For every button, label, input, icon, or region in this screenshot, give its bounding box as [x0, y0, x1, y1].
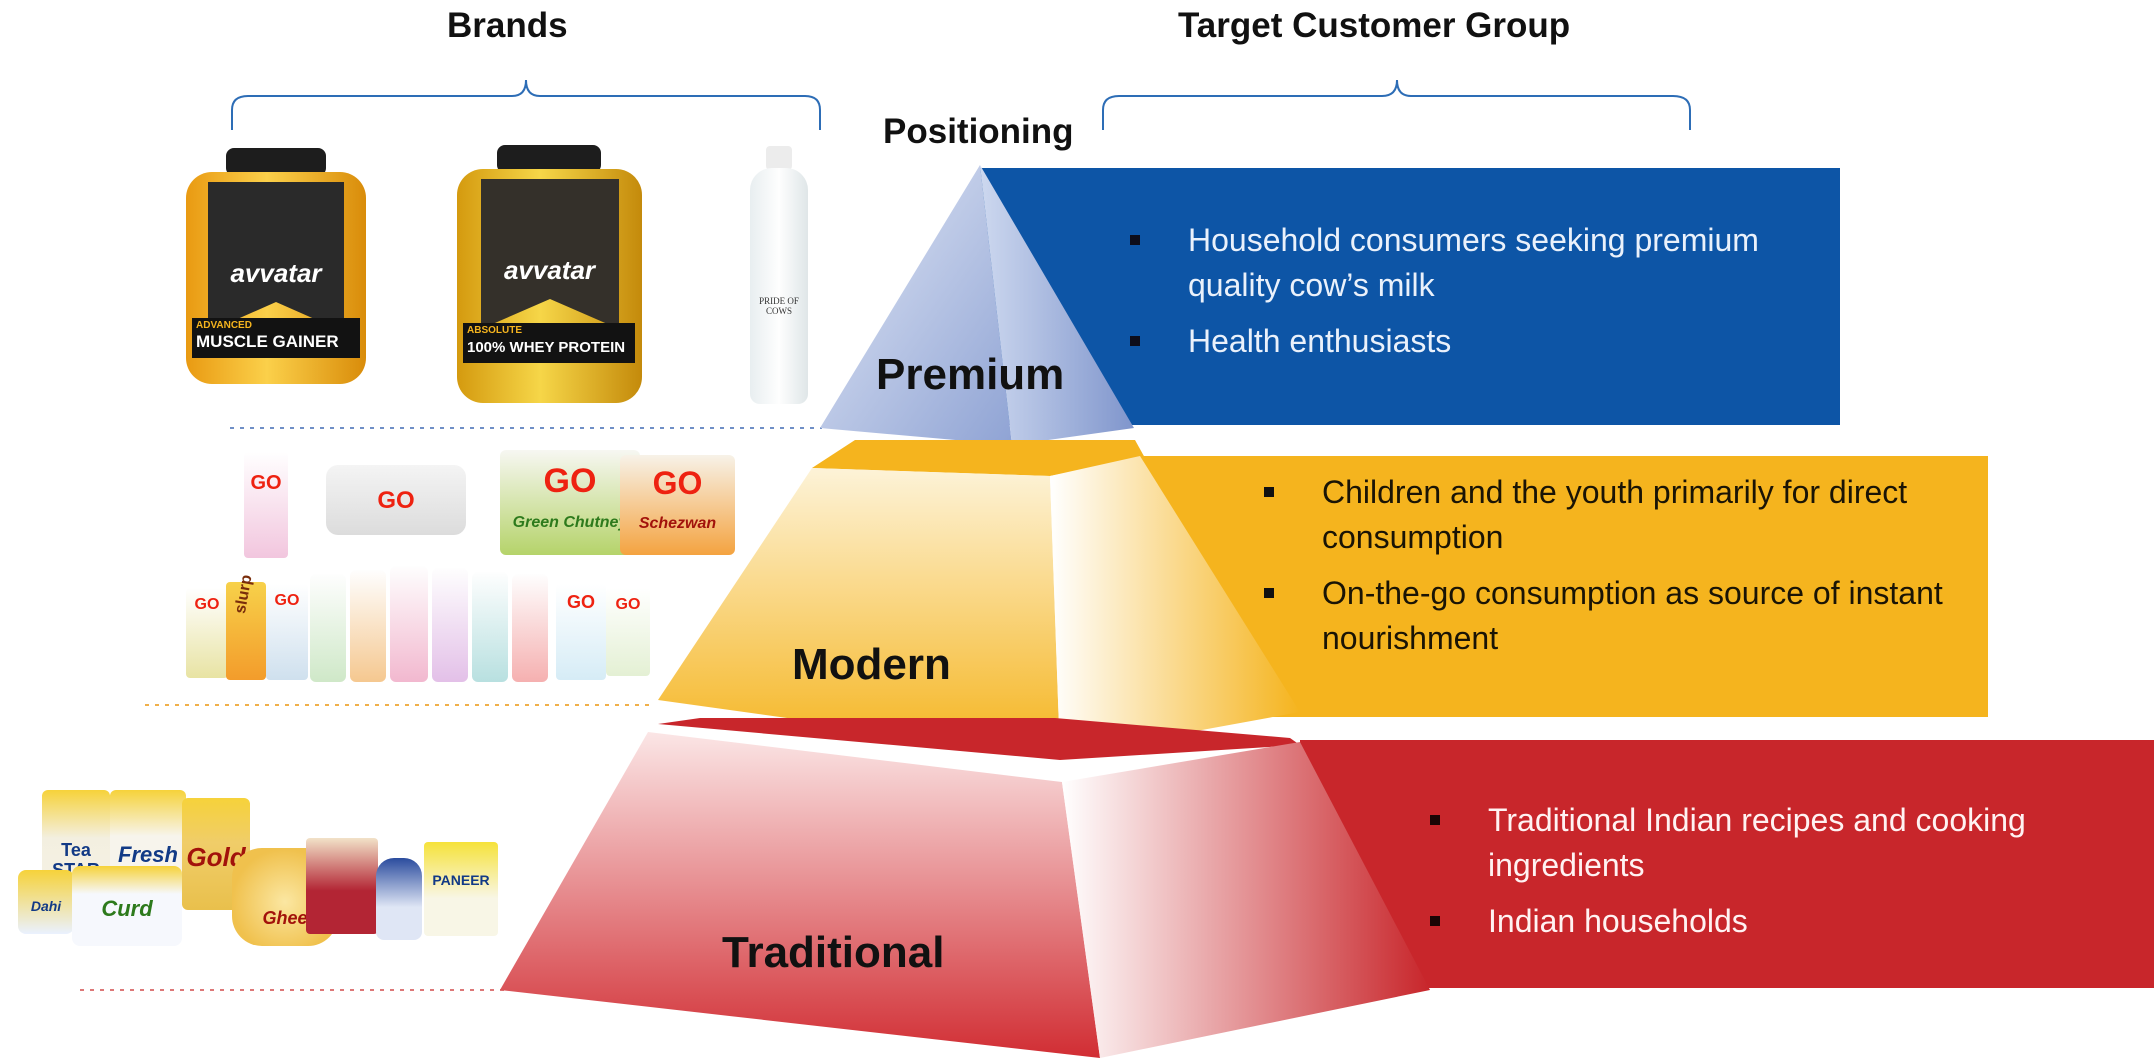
go-schezwan-pack: GO Schezwan: [620, 455, 735, 555]
bullet-icon: [1430, 916, 1440, 926]
premium-bullet-1: Household consumers seeking premium qual…: [1130, 218, 1810, 308]
bullet-icon: [1130, 235, 1140, 245]
milk-bottle: [432, 568, 468, 682]
modern-tier-label: Modern: [792, 640, 951, 689]
modern-bullet-1: Children and the youth primarily for dir…: [1264, 470, 1974, 560]
modern-left-face: [658, 468, 1060, 756]
gowardhan-milk-pouch: [376, 858, 422, 940]
gowardhan-curd: Curd: [72, 866, 182, 946]
premium-tier-label: Premium: [876, 350, 1065, 399]
milk-bottle: [350, 570, 386, 682]
positioning-heading: Positioning: [883, 112, 1074, 151]
gowardhan-paneer: PANEER: [424, 842, 498, 936]
brands-heading: Brands: [447, 6, 568, 45]
milk-bottle: [472, 572, 508, 682]
go-lassi-pack-left: GO: [186, 588, 228, 678]
bullet-icon: [1264, 487, 1274, 497]
bullet-icon: [1264, 588, 1274, 598]
avvatar-whey-protein-jar: avvatar ABSOLUTE 100% WHEY PROTEIN: [457, 145, 642, 407]
go-lassi-pack-small: GO: [606, 588, 650, 676]
milk-bottle: [390, 566, 428, 682]
premium-bullet-2: Health enthusiasts: [1130, 319, 1810, 364]
avvatar-muscle-gainer-jar: avvatar ADVANCED MUSCLE GAINER: [186, 148, 366, 388]
brands-brace: [231, 79, 821, 130]
modern-top-band: [812, 440, 1145, 476]
modern-bullet-2: On-the-go consumption as source of insta…: [1264, 571, 1974, 661]
gowardhan-gulab-jamun-mix: [306, 838, 378, 934]
go-cheese-spread-tube: GO: [244, 452, 288, 558]
slurp-tetra-pack: slurp: [226, 573, 266, 680]
premium-right-face: [980, 165, 1134, 445]
milk-bottle: [310, 574, 346, 682]
gowardhan-dahi: Dahi: [18, 870, 74, 934]
traditional-left-face: [500, 732, 1100, 1058]
target-customer-heading: Target Customer Group: [1178, 6, 1571, 45]
traditional-bullet-2: Indian households: [1430, 899, 2110, 944]
target-brace: [1102, 79, 1691, 130]
traditional-top-band: [658, 718, 1300, 760]
modern-target-panel: Children and the youth primarily for dir…: [1140, 456, 1988, 717]
premium-target-panel: Household consumers seeking premium qual…: [980, 168, 1840, 425]
go-lassi-pack-right: GO: [556, 584, 606, 680]
milk-bottle: [512, 574, 548, 682]
premium-left-face: [820, 165, 1012, 445]
bullet-icon: [1130, 336, 1140, 346]
go-lassi-pack: GO: [266, 584, 308, 680]
go-green-chutney-pack: GO Green Chutney: [500, 450, 640, 555]
modern-right-face: [1050, 456, 1300, 756]
pride-of-cows-milk-bottle: PRIDE OF COWS: [744, 146, 814, 406]
traditional-right-face: [1062, 742, 1430, 1058]
traditional-tier-label: Traditional: [722, 928, 945, 977]
traditional-target-panel: Traditional Indian recipes and cooking i…: [1300, 740, 2154, 988]
go-cheese-tub: GO: [326, 465, 466, 535]
traditional-bullet-1: Traditional Indian recipes and cooking i…: [1430, 798, 2110, 888]
bullet-icon: [1430, 815, 1440, 825]
